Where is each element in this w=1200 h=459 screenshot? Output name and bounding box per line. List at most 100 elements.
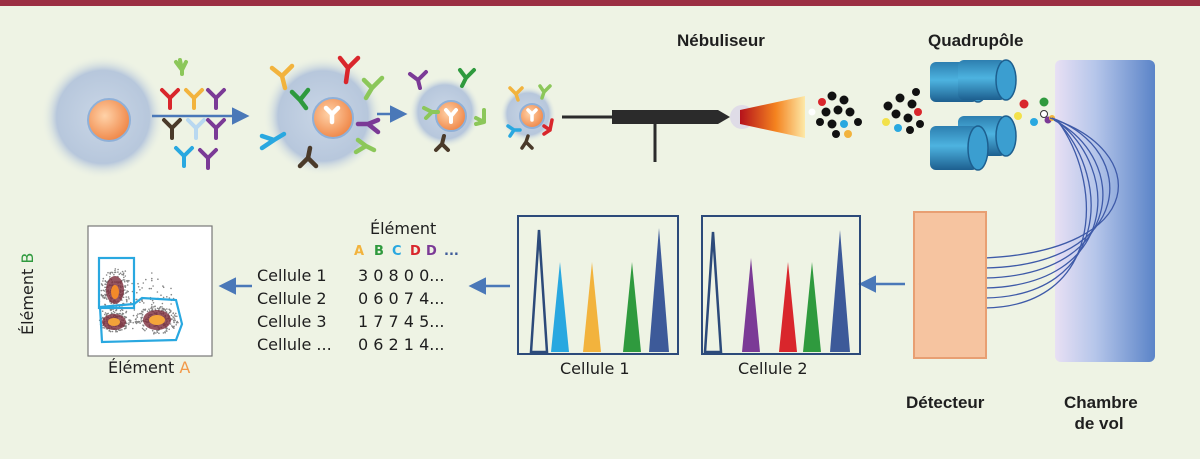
scatter-dot: [172, 319, 175, 322]
label-chambre-line1: Chambre: [1064, 393, 1138, 412]
scatter-dot: [173, 314, 176, 316]
scatter-dot: [144, 329, 146, 332]
scatter-dot: [137, 282, 139, 285]
cell-unlabeled: [41, 55, 165, 179]
scatter-dot: [161, 307, 164, 310]
scatter-dot: [102, 326, 104, 329]
scatter-dot: [121, 329, 123, 331]
quadrupole-cylinders: [930, 59, 1017, 171]
scatter-dot: [110, 312, 113, 314]
table-row-label: Cellule ...: [257, 335, 332, 354]
scatter-dot: [174, 319, 176, 322]
spectrum-cellule-2: [701, 215, 861, 355]
scatter-dot: [175, 324, 177, 326]
scatter-dot: [148, 287, 151, 290]
ion-cloud-1: [808, 91, 862, 138]
scatter-dot: [114, 268, 117, 270]
scatter-dot: [142, 282, 145, 284]
scatter-dot: [104, 286, 106, 289]
scatter-dot: [170, 314, 173, 317]
scatter-dot: [104, 283, 106, 286]
scatter-dot: [145, 328, 148, 330]
table-row-values: 0 6 0 7 4...: [358, 289, 445, 308]
scatter-dot: [111, 330, 114, 333]
scatter-dot: [162, 296, 165, 299]
scatter-dot: [150, 287, 152, 290]
scatter-dot: [128, 322, 130, 324]
axis-x-label: Élément A: [108, 358, 190, 377]
scatter-dot: [145, 278, 147, 281]
scatter-dot: [174, 315, 176, 318]
scatter-dot: [140, 319, 142, 321]
scatter-dot: [112, 310, 115, 313]
scatter-dot: [121, 309, 124, 312]
scatter-dot: [137, 320, 140, 323]
label-nebuliseur: Nébuliseur: [677, 31, 765, 50]
scatter-dot: [141, 287, 143, 289]
scatter-dot: [105, 295, 107, 297]
scatter-dot: [123, 279, 126, 281]
scatter-dot: [127, 323, 130, 326]
cell-labeled-large: [259, 55, 385, 176]
plasma-plume: [740, 96, 805, 138]
scatter-dot: [126, 279, 129, 282]
label-chambre-line2: de vol: [1074, 414, 1124, 433]
scatter-dot: [126, 284, 129, 286]
axis-y-letter: B: [18, 252, 37, 264]
table-row-values: 1 7 7 4 5...: [358, 312, 445, 331]
scatter-dot: [166, 327, 168, 329]
scatter-dot: [101, 295, 104, 298]
scatter-dot: [135, 322, 138, 325]
scatter-dot: [165, 311, 168, 313]
element-letter: D: [410, 244, 421, 259]
scatter-dot: [158, 307, 160, 310]
scatter-dot: [140, 317, 143, 320]
scatter-dot: [104, 312, 107, 314]
scatter-dot: [169, 311, 172, 313]
scatter-dot: [173, 318, 176, 320]
scatter-dot: [172, 312, 174, 315]
scatter-dot: [125, 316, 128, 319]
scatter-dot: [141, 313, 144, 316]
scatter-dot: [139, 322, 141, 324]
scatter-dot: [173, 327, 175, 329]
top-bar: [0, 0, 1200, 6]
scatter-dot: [105, 297, 107, 299]
scatter-dot: [107, 312, 109, 315]
scatter-dot: [100, 283, 103, 285]
scatter-dot: [121, 270, 124, 273]
scatter-dot: [132, 314, 135, 317]
scatter-dot: [108, 330, 110, 332]
scatter-dot: [173, 317, 175, 319]
scatter-dot: [132, 321, 134, 324]
scatter-dot: [104, 280, 107, 283]
scatter-dot: [132, 327, 134, 330]
axis-x-letter: A: [179, 358, 191, 377]
scatter-dot: [152, 302, 155, 304]
axis-y-prefix: Élément: [18, 263, 37, 335]
scatter-dot: [152, 306, 154, 308]
scatter-dot: [142, 309, 145, 311]
scatter-dot: [161, 306, 163, 308]
scatter-dot: [152, 285, 154, 287]
scatter-dot: [173, 325, 175, 328]
scatter-dot: [135, 320, 138, 323]
scatter-dot: [166, 296, 168, 298]
scatter-dot: [164, 308, 166, 311]
biaxial-scatter-plot: [87, 225, 213, 357]
scatter-dot: [110, 308, 113, 311]
label-detecteur: Détecteur: [906, 393, 985, 412]
scatter-dot: [161, 302, 164, 305]
scatter-dot: [109, 330, 112, 333]
scatter-dot: [123, 327, 126, 330]
scatter-dot: [150, 306, 153, 308]
scatter-dot: [109, 272, 111, 275]
scatter-dot: [166, 308, 168, 310]
label-spectrum-cellule-2: Cellule 2: [738, 359, 808, 378]
scatter-dot: [162, 286, 165, 289]
scatter-dot: [123, 280, 126, 283]
scatter-dot: [155, 332, 157, 334]
scatter-dot: [110, 302, 112, 305]
scatter-dot: [128, 279, 130, 282]
